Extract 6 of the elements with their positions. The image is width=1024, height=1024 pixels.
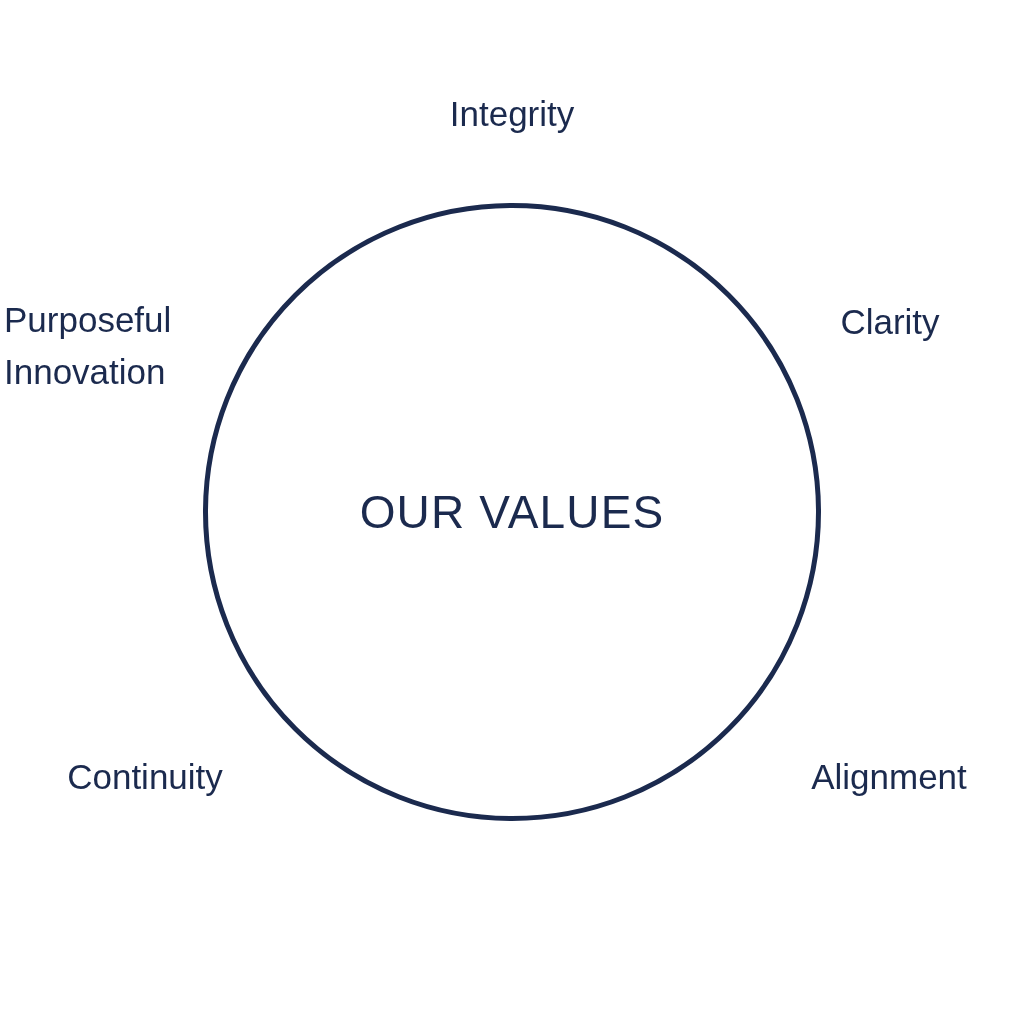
value-label: Purposeful Innovation bbox=[4, 299, 173, 393]
value-label: Alignment bbox=[810, 756, 968, 798]
value-label: Continuity bbox=[66, 756, 224, 798]
circle-title: OUR VALUES bbox=[359, 484, 665, 540]
value-label: Integrity bbox=[448, 93, 576, 135]
value-label: Clarity bbox=[839, 301, 941, 343]
